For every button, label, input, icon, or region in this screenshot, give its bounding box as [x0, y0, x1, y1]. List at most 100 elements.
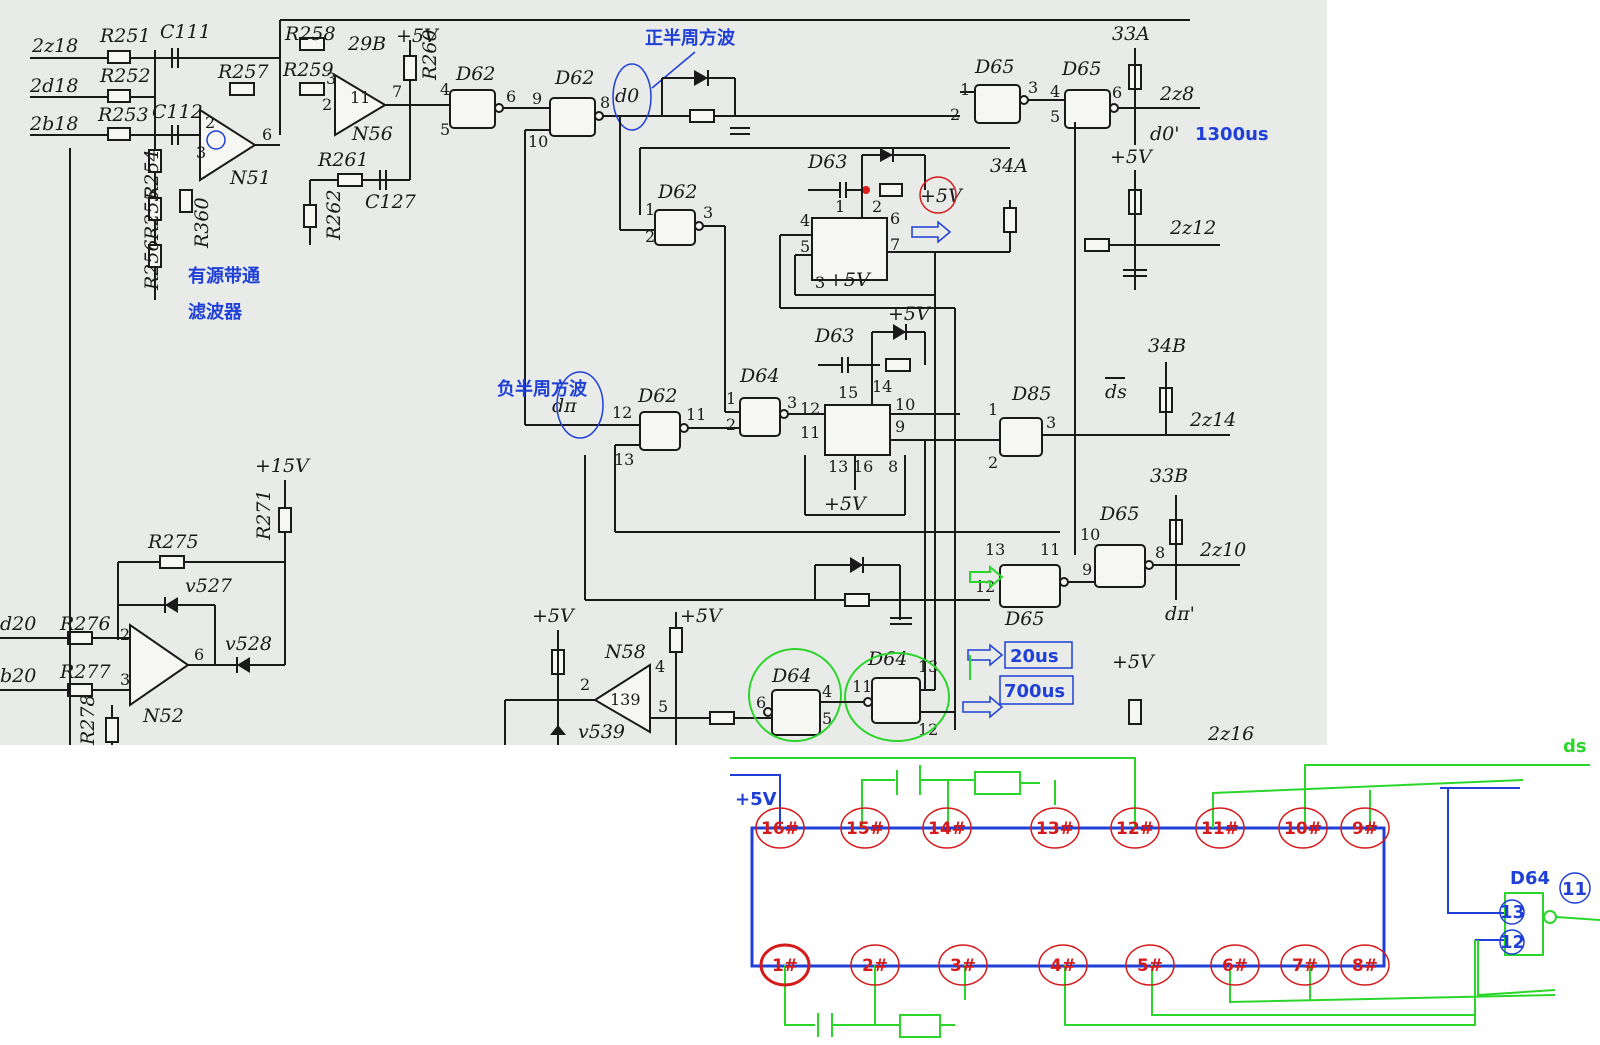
- pin-label: 16#: [761, 819, 799, 839]
- output-2z16: 2z16: [1207, 723, 1254, 745]
- signal-dpi-prime: dπ': [1165, 603, 1195, 625]
- svg-text:1: 1: [645, 200, 655, 219]
- supply-5v-r260: +5V: [396, 25, 440, 47]
- svg-text:1: 1: [726, 389, 736, 408]
- n52-section: +15V R271 R275 v527 d20 b20 R276 R277 N5…: [0, 148, 311, 746]
- opamp-n58: [593, 663, 651, 734]
- n58-label: N58: [604, 641, 646, 663]
- d64-label-2: D64: [771, 665, 811, 687]
- svg-text:7: 7: [392, 82, 402, 101]
- svg-text:2: 2: [322, 95, 332, 114]
- supply-5v-n58-b: +5V: [680, 605, 724, 627]
- svg-text:9: 9: [532, 89, 542, 108]
- r262-label: R262: [323, 189, 345, 241]
- svg-text:13: 13: [828, 457, 848, 476]
- svg-text:8: 8: [888, 457, 898, 476]
- pin-circle: [938, 944, 988, 986]
- pin-label: 5#: [1137, 956, 1163, 976]
- d85-label: D85: [1011, 383, 1051, 405]
- svg-text:6: 6: [262, 125, 272, 144]
- svg-text:12: 12: [975, 577, 995, 596]
- svg-text:6: 6: [194, 645, 204, 664]
- svg-text:2: 2: [726, 415, 736, 434]
- v528-label: v528: [225, 633, 272, 655]
- pin-circle: [840, 807, 890, 849]
- svg-text:2: 2: [120, 625, 130, 644]
- r278-label: R278: [77, 694, 99, 746]
- connector-33a: 33A: [1112, 23, 1150, 45]
- pin-circle: [922, 807, 972, 849]
- output-2z14: 2z14: [1189, 409, 1236, 431]
- r261-label: R261: [317, 149, 369, 171]
- r252-label: R252: [99, 65, 151, 87]
- gate-d64-label: D64: [1510, 868, 1550, 889]
- annotation-negative-square-wave: 负半周方波: [497, 378, 588, 400]
- svg-text:4: 4: [655, 657, 665, 676]
- svg-text:11: 11: [852, 677, 872, 696]
- svg-text:2: 2: [580, 675, 590, 694]
- c111-label: C111: [160, 21, 211, 43]
- connector-33b: 33B: [1150, 465, 1188, 487]
- input-2z18: 2z18: [31, 35, 78, 57]
- svg-text:2: 2: [872, 197, 882, 216]
- chip-d63-lower: [824, 404, 891, 456]
- svg-text:3: 3: [787, 393, 797, 412]
- r271-label: R271: [253, 489, 275, 541]
- signal-d0: d0: [615, 85, 639, 107]
- r260-label: R260: [419, 29, 441, 81]
- pin-circle: [755, 807, 805, 849]
- d62-label-2: D62: [554, 67, 594, 89]
- pin-label: 12#: [1116, 819, 1154, 839]
- pin-label: 10#: [1284, 819, 1322, 839]
- connector-34a: 34A: [990, 155, 1028, 177]
- d62-label-4: D62: [637, 385, 677, 407]
- svg-text:139: 139: [610, 690, 641, 709]
- annotation-1300us: 1300us: [1195, 124, 1269, 145]
- r251-label: R251: [99, 25, 151, 47]
- pin-circle: [759, 943, 811, 987]
- svg-text:1: 1: [835, 197, 845, 216]
- output-2z12: 2z12: [1169, 217, 1216, 239]
- d62-label-3: D62: [657, 181, 697, 203]
- n52-label: N52: [142, 705, 184, 727]
- svg-text:11: 11: [350, 88, 370, 107]
- gate-pin-13: 13: [1500, 902, 1525, 923]
- pin-label: 3#: [950, 956, 976, 976]
- svg-text:15: 15: [838, 383, 858, 402]
- svg-text:3: 3: [326, 69, 336, 88]
- pin-label: 11#: [1201, 819, 1239, 839]
- svg-text:2: 2: [950, 105, 960, 124]
- svg-text:2: 2: [205, 113, 215, 132]
- pin-label: 2#: [862, 956, 888, 976]
- r254-label: R254: [141, 149, 163, 201]
- svg-text:10: 10: [1080, 525, 1100, 544]
- svg-text:11: 11: [686, 405, 706, 424]
- pin-label: 8#: [1352, 956, 1378, 976]
- signal-d0-prime: d0': [1150, 123, 1179, 145]
- pin-circle: [850, 944, 900, 986]
- ic-body-outline: [750, 826, 1386, 968]
- pinout-sketch: +5V ds D64 13 12: [730, 736, 1600, 1038]
- annotation-700us: 700us: [1004, 681, 1065, 702]
- input-section: 2z18 2d18 2b18 R251 R252 R253 C111 C112 …: [29, 19, 1190, 300]
- svg-text:4: 4: [822, 682, 832, 701]
- svg-text:1: 1: [988, 400, 998, 419]
- pin-label: 7#: [1292, 956, 1318, 976]
- opamp-n52: [129, 623, 190, 707]
- supply-5v-2z16: +5V: [1112, 651, 1156, 673]
- gate-pin-11: 11: [1562, 879, 1587, 900]
- pin-circle: [1340, 944, 1390, 986]
- opamp-n51: [199, 108, 257, 182]
- pinout-supply-label: +5V: [735, 789, 777, 810]
- svg-text:16: 16: [853, 457, 873, 476]
- signal-ds: ds: [1105, 381, 1127, 403]
- n58-section: +5V 139 N58 245 v539 +5V D64 645 D64 111…: [504, 605, 1254, 745]
- svg-text:5: 5: [1050, 107, 1060, 126]
- n56-label: N56: [351, 123, 393, 145]
- supply-5v-2z12: +5V: [1110, 146, 1154, 168]
- pin-circle: [1280, 944, 1330, 986]
- pin-label: 1#: [772, 956, 798, 976]
